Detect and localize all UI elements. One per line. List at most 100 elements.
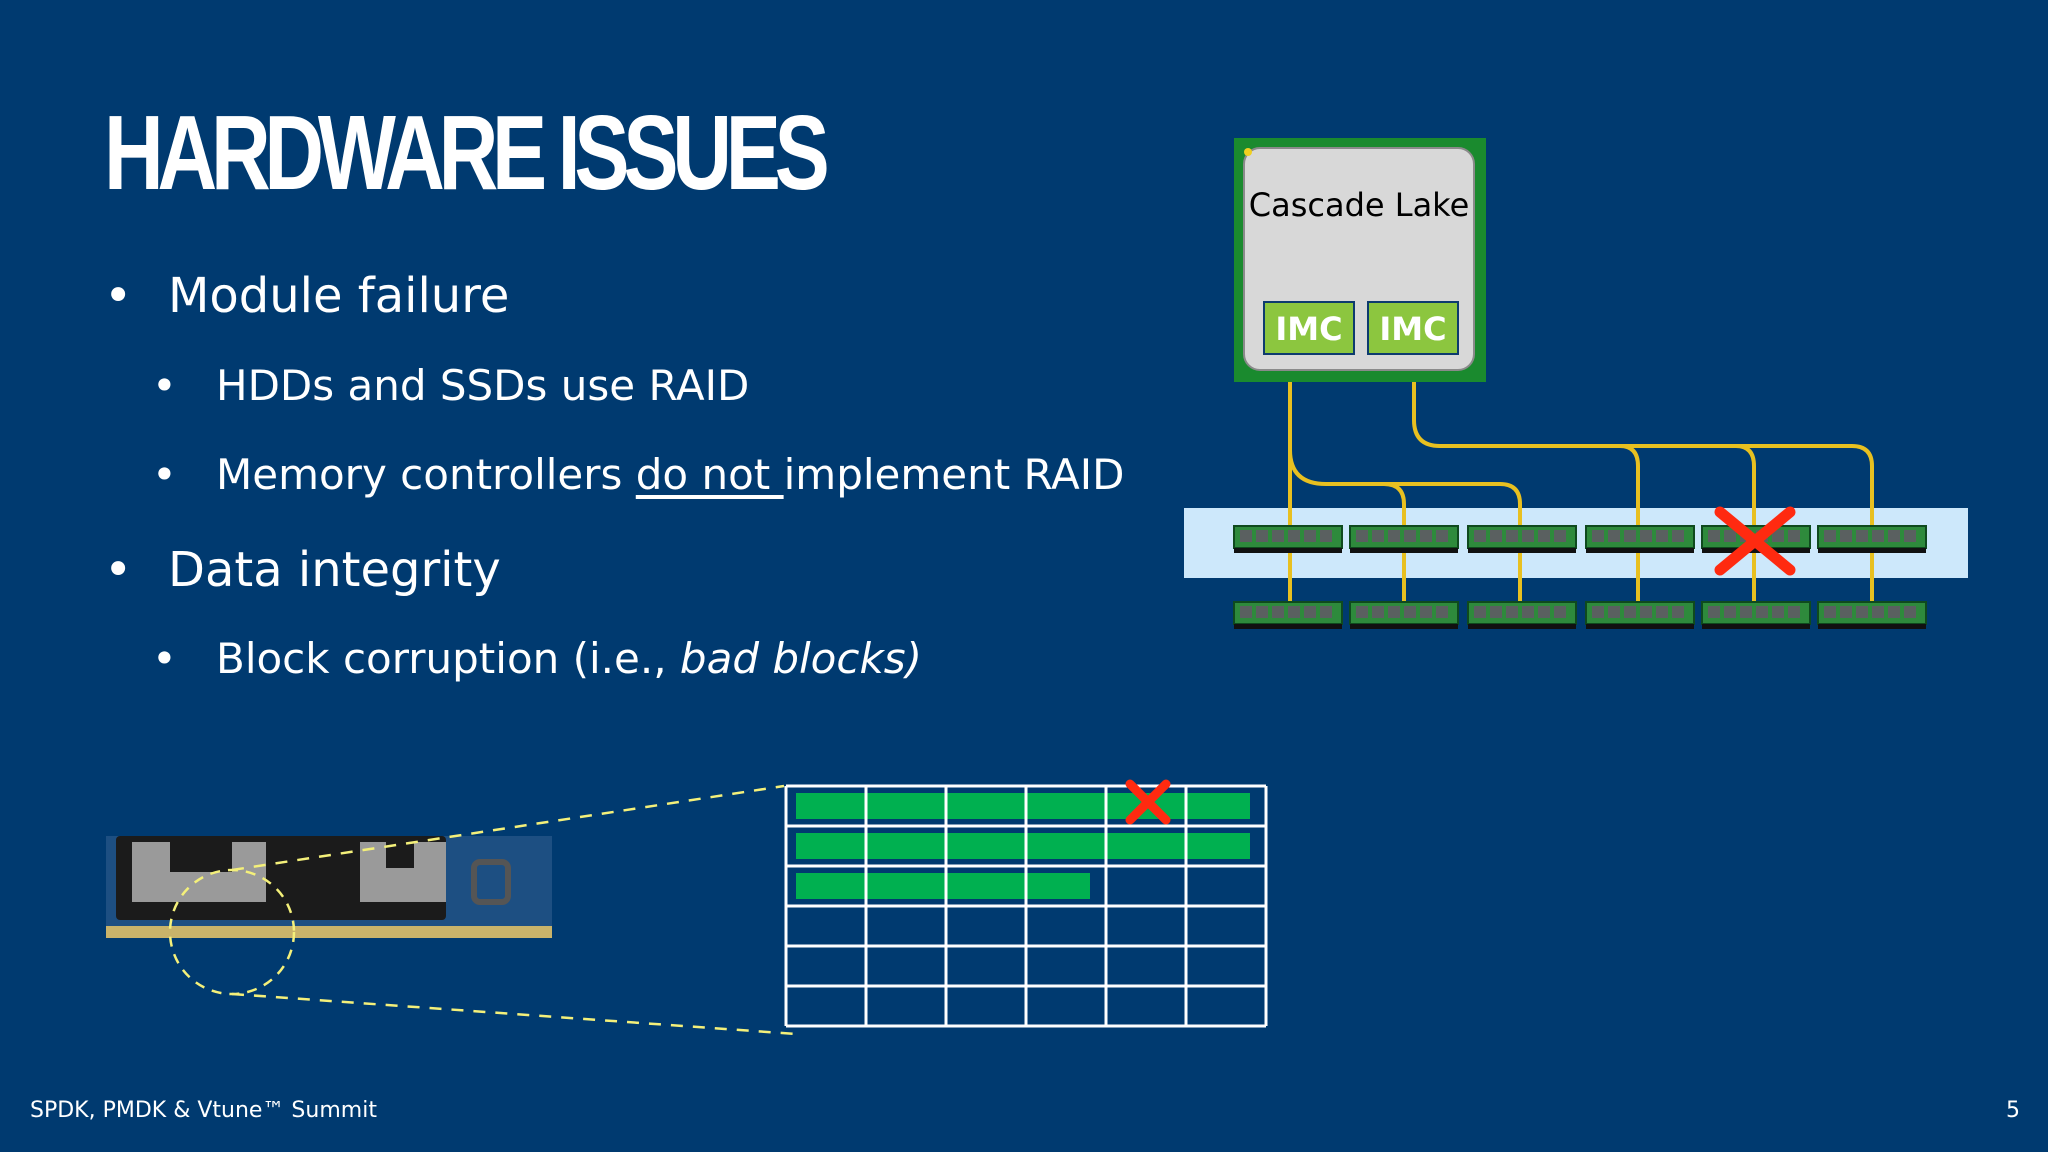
bullet-dot: • — [152, 361, 177, 410]
dimm-chip — [1538, 606, 1550, 618]
dimm-contacts — [106, 926, 552, 938]
dimm-chip — [1240, 530, 1252, 542]
dimm-chip — [1640, 606, 1652, 618]
dimm-chip — [1388, 530, 1400, 542]
dimm-chip — [1554, 606, 1566, 618]
dimm-edge — [1234, 548, 1342, 553]
dimm-chip — [1490, 530, 1502, 542]
bad-block-x — [1125, 779, 1171, 825]
zoom-line — [231, 992, 797, 1036]
dimm-chip — [1872, 606, 1884, 618]
dimm-chip — [1356, 530, 1368, 542]
bullet-dot: • — [104, 542, 133, 598]
dimm-chip — [1888, 606, 1900, 618]
bullet-text-pre: Memory controllers — [216, 450, 636, 499]
bullet-dot: • — [152, 634, 177, 683]
dimm-clip — [360, 842, 446, 902]
dimm-edge — [1702, 548, 1810, 553]
dimm-chip — [1320, 530, 1332, 542]
dimm-chip — [1640, 530, 1652, 542]
dimm-chip — [1672, 530, 1684, 542]
page-number: 5 — [2006, 1098, 2020, 1123]
trace — [1736, 444, 1874, 626]
dimm-chip — [1888, 530, 1900, 542]
dimm-chip — [1624, 606, 1636, 618]
dimm-chip — [1320, 606, 1332, 618]
dimm-chip — [1420, 606, 1432, 618]
dimm-module — [1467, 601, 1577, 629]
dimm-chip — [1772, 606, 1784, 618]
dimm-chip — [1856, 530, 1868, 542]
dimm-chip — [1756, 606, 1768, 618]
dimm-module — [1585, 601, 1695, 629]
dimm-chip — [1608, 606, 1620, 618]
dimm-chip — [1388, 606, 1400, 618]
dimm-module — [1701, 601, 1811, 629]
dimm-chip — [1436, 606, 1448, 618]
dimm-chip — [1272, 606, 1284, 618]
dimm-chip — [1436, 530, 1448, 542]
bullet-text: Memory controllers do not implement RAID — [216, 454, 1125, 496]
dimm-chip — [1490, 606, 1502, 618]
dimm-module — [1467, 525, 1577, 553]
zoom-lines — [231, 784, 797, 1036]
cross-stroke — [1714, 506, 1796, 576]
dimm-edge — [1586, 624, 1694, 629]
underlined-do-not: do not — [635, 450, 784, 499]
dimm-module — [1585, 525, 1695, 553]
dimm-edge — [1234, 624, 1342, 629]
failed-module-x — [1714, 506, 1796, 576]
dimm-chip — [1506, 606, 1518, 618]
dimm-chip — [1840, 606, 1852, 618]
data-bars — [796, 793, 1250, 899]
dimm-chip — [1522, 530, 1534, 542]
slide-title: HARDWARE ISSUES — [104, 94, 830, 212]
dimm-photo — [106, 784, 797, 1036]
trace — [1412, 368, 1640, 626]
dimm-chip — [1404, 530, 1416, 542]
pin1-marker — [1244, 148, 1252, 156]
bullet-text-pre: Block corruption (i.e., — [216, 634, 680, 683]
dimm-chip — [1724, 606, 1736, 618]
dimm-chip — [1904, 606, 1916, 618]
dimm-chip — [1592, 606, 1604, 618]
bullet-dot: • — [152, 450, 177, 499]
dimm-chip — [1788, 606, 1800, 618]
imc-label: IMC — [1379, 310, 1446, 348]
dimm-edge — [1350, 548, 1458, 553]
dimm-chip — [1608, 530, 1620, 542]
dimm-chip — [1304, 606, 1316, 618]
dimm-chip — [1522, 606, 1534, 618]
dimm-chip — [1554, 530, 1566, 542]
dimm-chip — [1656, 606, 1668, 618]
dimm-chip — [1256, 530, 1268, 542]
dimm-chip — [1304, 530, 1316, 542]
italic-bad-blocks: bad blocks) — [679, 634, 923, 683]
memory-traces — [1288, 368, 1874, 626]
cpu-package: Cascade Lake IMC IMC — [1234, 138, 1486, 382]
bullet-text-post: implement RAID — [783, 450, 1125, 499]
dimm-modules — [1233, 525, 1927, 629]
dimm-module — [1349, 601, 1459, 629]
bullet-text: HDDs and SSDs use RAID — [216, 361, 750, 410]
bullet-dot: • — [104, 268, 133, 324]
dimm-chip — [1656, 530, 1668, 542]
dimm-chip — [1904, 530, 1916, 542]
dimm-chip — [1824, 530, 1836, 542]
dimm-chip — [1788, 530, 1800, 542]
dimm-clip — [132, 842, 266, 902]
dimm-chip — [1474, 606, 1486, 618]
imc-block — [1263, 301, 1355, 355]
dimm-chip — [1288, 606, 1300, 618]
dimm-edge — [1702, 624, 1810, 629]
cross-stroke — [1125, 779, 1171, 825]
dimm-chip — [1420, 530, 1432, 542]
block-grid — [784, 779, 1268, 1028]
dimm-chip — [1772, 530, 1784, 542]
bullet-text: Block corruption (i.e., bad blocks) — [216, 638, 922, 680]
dimm-chip — [1356, 606, 1368, 618]
dimm-chip — [1538, 530, 1550, 542]
dimm-module — [1817, 525, 1927, 553]
dimm-chip — [1372, 530, 1384, 542]
